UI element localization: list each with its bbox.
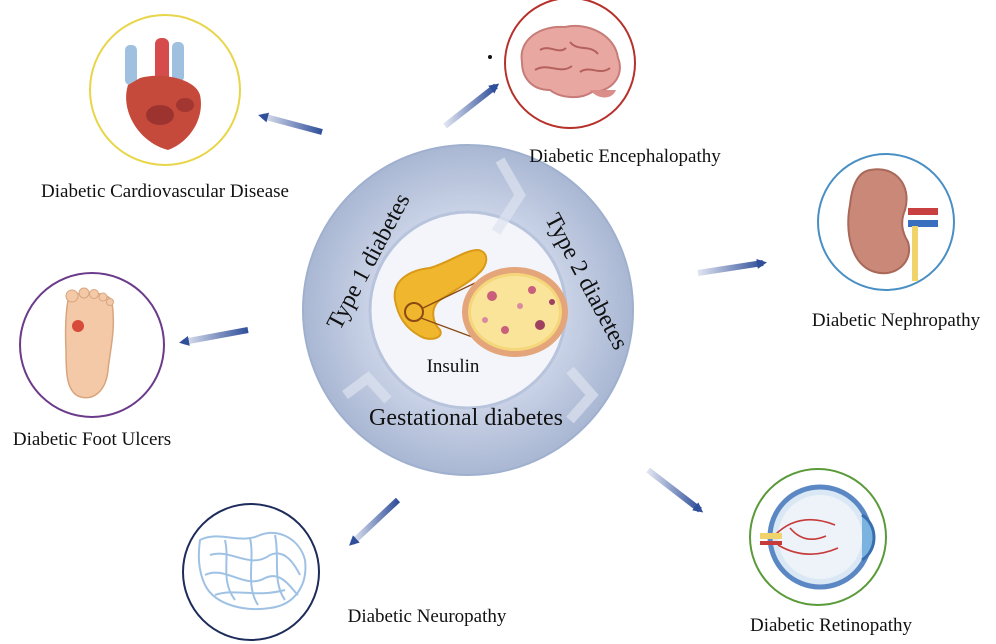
arrow-to-cardiovascular xyxy=(258,112,323,135)
islet-cells-icon xyxy=(462,267,568,357)
neuropathy-circle xyxy=(182,503,320,641)
nerve-icon xyxy=(197,532,307,611)
label-retinopathy: Diabetic Retinopathy xyxy=(750,615,912,636)
foot-icon xyxy=(64,287,115,399)
kidney-icon xyxy=(847,168,938,281)
foot-ulcers-circle xyxy=(19,272,165,418)
pancreas-icon xyxy=(393,248,488,340)
label-foot-ulcers: Diabetic Foot Ulcers xyxy=(13,429,171,450)
insulin-label: Insulin xyxy=(427,356,480,377)
gestational-label: Gestational diabetes xyxy=(369,405,563,431)
retinopathy-circle xyxy=(749,468,887,606)
arrow-to-retinopathy xyxy=(646,467,704,513)
nephropathy-circle xyxy=(817,153,955,291)
brain-icon xyxy=(520,24,621,98)
arrow-to-encephalopathy xyxy=(443,83,500,129)
encephalopathy-circle xyxy=(488,0,636,129)
label-nephropathy: Diabetic Nephropathy xyxy=(812,310,981,331)
cardiovascular-circle xyxy=(89,14,241,166)
label-cardiovascular: Diabetic Cardiovascular Disease xyxy=(41,181,289,202)
label-encephalopathy: Diabetic Encephalopathy xyxy=(529,146,721,167)
arrow-to-neuropathy xyxy=(349,497,401,546)
label-neuropathy: Diabetic Neuropathy xyxy=(348,606,507,627)
arrow-to-foot-ulcers xyxy=(179,327,249,346)
eye-icon xyxy=(760,484,876,590)
arrow-to-nephropathy xyxy=(697,258,767,276)
heart-icon xyxy=(125,38,201,150)
complication-arrows xyxy=(179,83,767,546)
